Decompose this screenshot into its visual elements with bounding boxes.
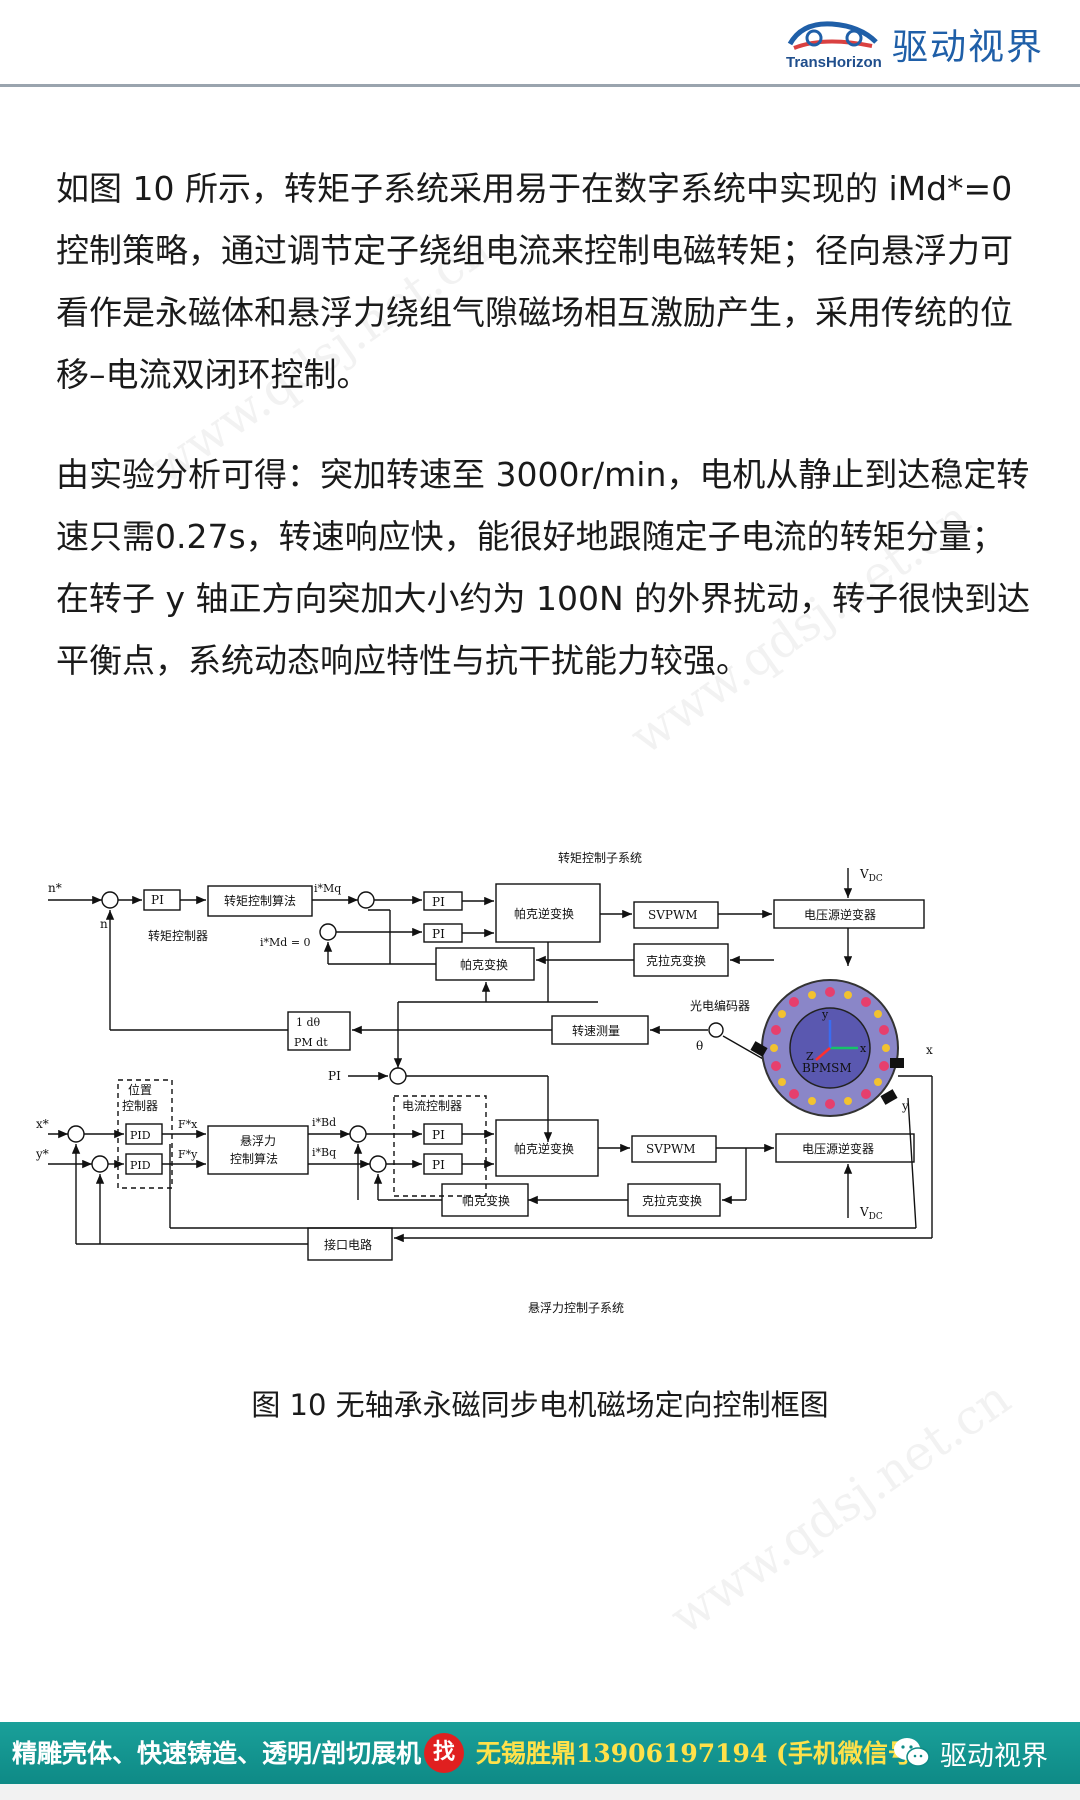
- pi-block-1: PI: [151, 893, 164, 907]
- clarke-block-2: 克拉克变换: [642, 1193, 702, 1208]
- pi-block-4: PI: [432, 1128, 445, 1142]
- footer-services-text: 精雕壳体、快速铸造、透明/剖切展机: [12, 1739, 422, 1768]
- svpwm-block-1: SVPWM: [648, 908, 698, 922]
- y-axis-label: y: [901, 1099, 909, 1113]
- park-block-1: 帕克变换: [460, 957, 508, 972]
- header-divider: [0, 84, 1080, 87]
- x-ref-label: x*: [36, 1117, 49, 1131]
- imd-ref-label: i*Md = 0: [260, 936, 311, 949]
- y-ref-label: y*: [35, 1147, 49, 1161]
- motor-x-axis-label: x: [860, 1042, 867, 1055]
- torque-subsystem-label: 转矩控制子系统: [558, 850, 642, 865]
- suspension-subsystem-label: 悬浮力控制子系统: [528, 1301, 624, 1315]
- brand-name-cn: 驱动视界: [892, 27, 1045, 68]
- current-controller-label: 电流控制器: [402, 1099, 462, 1113]
- control-block-diagram: 转矩控制子系统 悬浮力控制子系统 n* n 转矩控制器 PI 转矩控制算法 i*…: [28, 848, 1060, 1326]
- park-inverse-block-2: 帕克逆变换: [514, 1141, 574, 1156]
- inverter-block-1: 电压源逆变器: [804, 907, 876, 922]
- vdc-label-1: VDC: [859, 867, 883, 884]
- footer-contact-text: 无锡胜鼎13906197194 (手机微信号): [476, 1739, 925, 1768]
- block-diagram-svg: 转矩控制子系统 悬浮力控制子系统 n* n 转矩控制器 PI 转矩控制算法 i*…: [35, 850, 933, 1315]
- car-swirl-logo-icon: [787, 21, 878, 50]
- pid-block-1: PID: [130, 1129, 151, 1142]
- wechat-icon: [894, 1738, 930, 1767]
- theta-label: θ: [696, 1039, 703, 1053]
- pi-block-2: PI: [432, 895, 445, 909]
- encoder-label: 光电编码器: [690, 998, 750, 1013]
- transhorizon-logo: 驱动视界 TransHorizon: [782, 14, 1054, 74]
- speed-frac-num: 1 dθ: [296, 1016, 321, 1029]
- position-controller-label-2: 控制器: [122, 1099, 158, 1113]
- park-block-2: 帕克变换: [462, 1193, 510, 1208]
- pi-input-label: PI: [328, 1069, 341, 1083]
- suspension-algorithm-label-2: 控制算法: [230, 1151, 278, 1166]
- ibq-label: i*Bq: [312, 1146, 336, 1159]
- suspension-algorithm-label-1: 悬浮力: [240, 1134, 276, 1148]
- vdc-label-2: VDC: [859, 1205, 883, 1222]
- pid-block-2: PID: [130, 1159, 151, 1172]
- ibd-label: i*Bd: [312, 1116, 336, 1129]
- n-label: n: [100, 917, 108, 931]
- torque-algorithm-block: 转矩控制算法: [224, 893, 296, 908]
- motor-label: BPMSM: [802, 1061, 852, 1075]
- imq-label: i*Mq: [314, 882, 341, 895]
- fx-label: F*x: [178, 1118, 198, 1131]
- figure-caption: 图 10 无轴承永磁同步电机磁场定向控制框图: [251, 1388, 829, 1422]
- fy-label: F*y: [178, 1148, 198, 1161]
- x-axis-label: x: [926, 1043, 933, 1057]
- find-badge: 找: [424, 1733, 464, 1773]
- bpmsm-motor-icon: [750, 979, 904, 1117]
- torque-controller-label: 转矩控制器: [148, 928, 208, 943]
- motor-y-axis-label: y: [821, 1008, 829, 1021]
- brand-name-en: TransHorizon: [786, 54, 882, 71]
- pi-block-5: PI: [432, 1158, 445, 1172]
- footer-wechat-name: 驱动视界: [940, 1741, 1048, 1772]
- body-paragraph-2: 由实验分析可得：突加转速至 3000r/min，电机从静止到达稳定转速只需0.2…: [56, 455, 1031, 680]
- motor-z-axis-label: Z: [806, 1050, 814, 1063]
- position-controller-label-1: 位置: [128, 1082, 152, 1097]
- clarke-block-1: 克拉克变换: [646, 953, 706, 968]
- speed-frac-den: PM dt: [294, 1036, 328, 1049]
- footer-bottom-strip: [0, 1784, 1080, 1800]
- svpwm-block-2: SVPWM: [646, 1142, 696, 1156]
- footer-banner[interactable]: 精雕壳体、快速铸造、透明/剖切展机 找 无锡胜鼎13906197194 (手机微…: [0, 1722, 1080, 1784]
- inverter-block-2: 电压源逆变器: [802, 1141, 874, 1156]
- interface-circuit-block: 接口电路: [324, 1237, 372, 1252]
- speed-measure-block: 转速测量: [572, 1023, 620, 1038]
- pi-block-3: PI: [432, 927, 445, 941]
- n-ref-label: n*: [48, 881, 62, 895]
- park-inverse-block-1: 帕克逆变换: [514, 906, 574, 921]
- body-paragraph-1: 如图 10 所示，转矩子系统采用易于在数字系统中实现的 iMd*=0 控制策略，…: [56, 169, 1013, 394]
- page-header: 驱动视界 TransHorizon: [0, 0, 1080, 84]
